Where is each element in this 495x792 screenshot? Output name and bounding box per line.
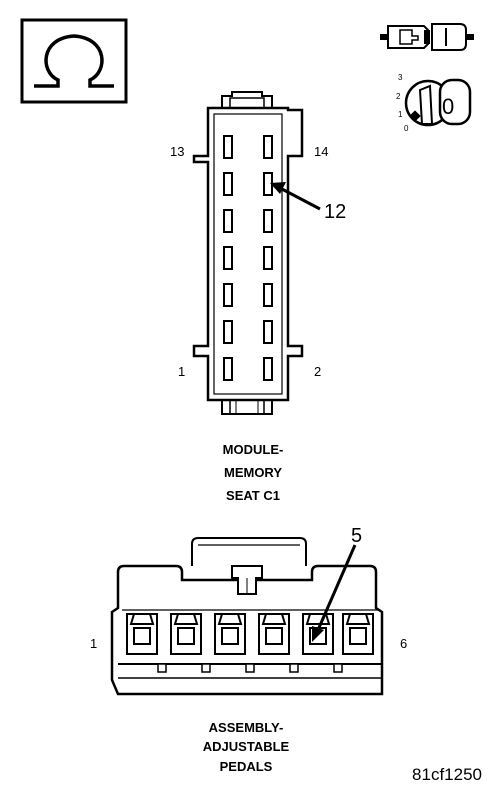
- c1-cavity-11: [223, 172, 233, 196]
- c1-callout-arrow: [270, 182, 321, 211]
- pedals-callout-arrow: [312, 544, 357, 642]
- c1-callout-label: 12: [324, 201, 346, 223]
- c1-pin-label-13: 13: [170, 144, 184, 159]
- pedals-callout-label: 5: [351, 525, 362, 547]
- pedals-cavity-6: [342, 613, 374, 655]
- ignition-position-0: 0: [404, 124, 409, 133]
- pedals-pin-label-6: 6: [400, 636, 407, 651]
- connector-pedals: 1 6 5 ASSEMBLY- ADJUSTABLE PEDALS: [90, 525, 407, 774]
- c1-cavity-14: [263, 135, 273, 159]
- figure-reference: 81cf1250: [412, 765, 482, 784]
- c1-cavity-1: [223, 357, 233, 381]
- connector-disconnect-icon: [380, 23, 474, 51]
- pedals-caption-line-2: ADJUSTABLE: [203, 739, 290, 754]
- c1-cavity-7: [223, 246, 233, 270]
- pedals-cavity-2: [170, 613, 202, 655]
- c1-cavity-5: [223, 283, 233, 307]
- c1-cavity-4: [263, 320, 273, 344]
- c1-cavities: [223, 135, 273, 381]
- ignition-position-1: 1: [398, 110, 403, 119]
- pedals-cavity-1: [126, 613, 158, 655]
- c1-pin-label-1: 1: [178, 364, 185, 379]
- c1-cavity-2: [263, 357, 273, 381]
- pedals-cavity-4: [258, 613, 290, 655]
- c1-cavity-13: [223, 135, 233, 159]
- pedals-cavities: [126, 613, 374, 655]
- c1-pin-label-14: 14: [314, 144, 328, 159]
- c1-caption-line-3: SEAT C1: [226, 488, 280, 503]
- c1-pin-label-2: 2: [314, 364, 321, 379]
- c1-cavity-9: [223, 209, 233, 233]
- c1-cavity-10: [263, 209, 273, 233]
- ignition-position-3: 3: [398, 73, 403, 82]
- ignition-key-label: 0: [442, 94, 454, 119]
- pedals-caption-line-1: ASSEMBLY-: [209, 720, 284, 735]
- pedals-caption-line-3: PEDALS: [220, 759, 273, 774]
- c1-cavity-6: [263, 283, 273, 307]
- pedals-pin-label-1: 1: [90, 636, 97, 651]
- ignition-key-off-icon: 3 2 1 0 0: [396, 73, 472, 133]
- pedals-cavity-3: [214, 613, 246, 655]
- ignition-position-2: 2: [396, 92, 401, 101]
- c1-cavity-3: [223, 320, 233, 344]
- connector-c1: 13 14 1 2 12 MODULE- MEMORY SEAT C1: [170, 91, 346, 503]
- ohm-symbol-icon: [20, 18, 128, 104]
- c1-caption-line-2: MEMORY: [224, 465, 282, 480]
- c1-caption-line-1: MODULE-: [223, 442, 284, 457]
- c1-cavity-8: [263, 246, 273, 270]
